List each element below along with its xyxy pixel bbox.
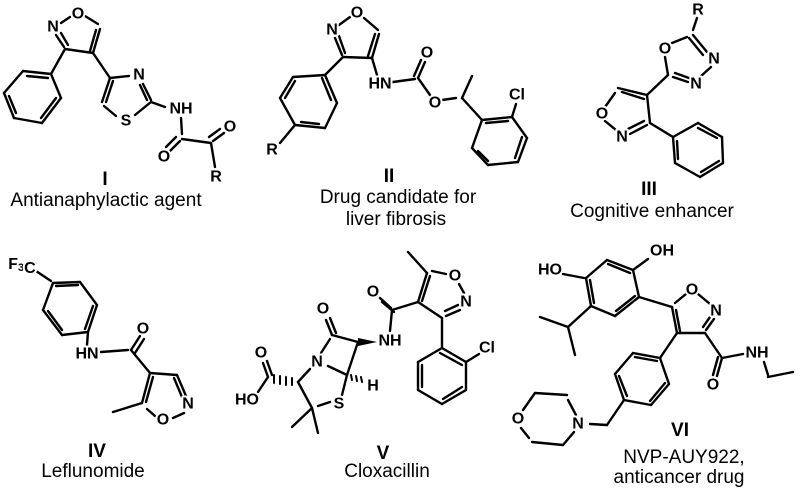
structure-IV-numeral: IV	[88, 441, 106, 462]
structure-III-numeral: III	[641, 179, 657, 200]
structure-II-caption-line1: Drug candidate for	[319, 187, 477, 208]
atom-label: Cl	[479, 340, 495, 357]
atom-label: N	[572, 416, 584, 433]
atom-label: O	[707, 377, 719, 394]
atom-label: O	[255, 345, 267, 362]
atom-label: H	[367, 378, 379, 395]
atom-label: N	[690, 76, 702, 93]
structure-II-caption-line2: liver fibrosis	[345, 209, 447, 230]
structure-V-wedge-bond	[358, 338, 377, 346]
atom-label: HO	[235, 392, 259, 409]
structure-I-numeral: I	[102, 169, 108, 190]
atom-label: S	[121, 113, 132, 130]
atom-label: O	[157, 412, 169, 429]
structure-III-caption: Cognitive enhancer	[570, 201, 734, 222]
atom-label: O	[158, 149, 170, 166]
atom-label: O	[512, 411, 524, 428]
atom-label: O	[137, 321, 149, 338]
atom-label: R	[692, 2, 704, 19]
atom-label: O	[317, 301, 329, 318]
structure-VI-bonds	[519, 257, 795, 447]
atom-label: O	[421, 45, 433, 62]
atom-label: O	[72, 6, 84, 23]
structure-V-numeral: V	[376, 443, 390, 464]
structure-V-caption: Cloxacillin	[344, 461, 430, 482]
atom-label: R	[210, 169, 222, 186]
atom-label: NH	[378, 333, 401, 350]
atom-label: O	[367, 284, 379, 301]
structure-III-bonds	[603, 16, 725, 179]
structure-II-numeral: II	[383, 166, 395, 187]
structure-IV-caption: Leflunomide	[41, 461, 145, 482]
atom-label: N	[311, 354, 323, 371]
structure-VI-caption-line2: anticancer drug	[613, 467, 745, 488]
structure-II-bonds	[278, 15, 529, 167]
atom-label: F3C	[8, 256, 36, 277]
structure-VI-caption-line1: NVP-AUY922,	[623, 447, 745, 468]
atom-label: O	[686, 282, 698, 299]
atom-label: HO	[538, 262, 562, 279]
structure-I-caption: Antianaphylactic agent	[10, 190, 202, 211]
atom-label: N	[616, 129, 628, 146]
atom-label: O	[659, 41, 671, 58]
atom-label: O	[351, 5, 363, 22]
atom-label: S	[334, 396, 345, 413]
atom-label: N	[710, 303, 722, 320]
atom-label: NH	[745, 345, 768, 362]
structure-I-bonds	[2, 14, 226, 169]
structure-VI-numeral: VI	[671, 420, 689, 441]
structure-V-bonds	[256, 250, 481, 435]
atom-label: R	[266, 142, 278, 159]
atom-label: O	[224, 119, 236, 136]
atom-label: Cl	[509, 87, 525, 104]
atom-label: O	[596, 106, 608, 123]
atom-label: N	[326, 22, 338, 39]
atom-label: NH	[169, 101, 192, 118]
atom-label: N	[460, 294, 472, 311]
atom-label: HN	[368, 76, 391, 93]
atom-label: HN	[75, 346, 98, 363]
atom-label: N	[708, 51, 720, 68]
atom-label: O	[429, 95, 441, 112]
atom-label: OH	[650, 243, 674, 260]
atom-label: N	[133, 67, 145, 84]
atom-label: N	[47, 19, 59, 36]
atom-label: N	[182, 396, 194, 413]
structure-IV-bonds	[34, 269, 188, 420]
atom-label: O	[449, 268, 461, 285]
